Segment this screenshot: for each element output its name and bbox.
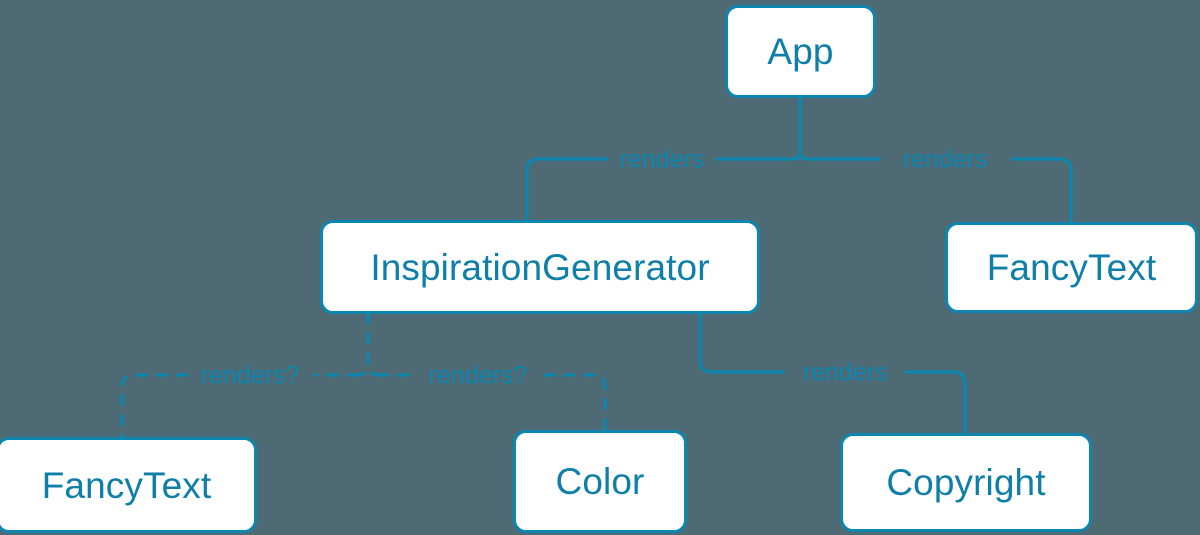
edge-label-app-to-fancytext: renders — [902, 145, 988, 174]
node-fancytext-right-label: FancyText — [986, 247, 1157, 288]
edge-app-stem-left — [791, 96, 802, 161]
node-fancytext-left-label: FancyText — [41, 464, 212, 506]
edge-app-to-inspiration-arm — [525, 157, 609, 222]
edge-label-app-to-inspiration: renders — [619, 145, 705, 174]
node-copyright[interactable]: Copyright — [840, 433, 1092, 532]
edge-label-inspiration-to-fancytext: renders? — [200, 361, 300, 390]
node-app[interactable]: App — [725, 5, 876, 98]
node-fancytext-left[interactable]: FancyText — [0, 437, 257, 533]
node-app-label: App — [767, 31, 834, 72]
edge-inspiration-to-color-arm — [543, 373, 607, 432]
edge-label-inspiration-to-copyright: renders — [802, 358, 888, 387]
node-color[interactable]: Color — [513, 430, 687, 533]
node-fancytext-right[interactable]: FancyText — [945, 222, 1198, 313]
edge-app-to-fancytext-right-arm — [1011, 157, 1073, 224]
edge-inspiration-to-fancytext-left-arm — [120, 373, 188, 439]
node-inspiration-generator[interactable]: InspirationGenerator — [320, 220, 760, 314]
edge-inspiration-to-copyright — [698, 312, 785, 374]
node-inspiration-generator-label: InspirationGenerator — [370, 246, 710, 288]
node-copyright-label: Copyright — [886, 462, 1046, 503]
edge-inspiration-dashed-stem — [366, 312, 381, 377]
edge-inspiration-to-copyright-arm — [904, 370, 967, 435]
edge-inspiration-dashed-stem-right — [355, 312, 370, 377]
edge-label-inspiration-to-color: renders? — [428, 361, 528, 390]
node-color-label: Color — [555, 461, 645, 502]
